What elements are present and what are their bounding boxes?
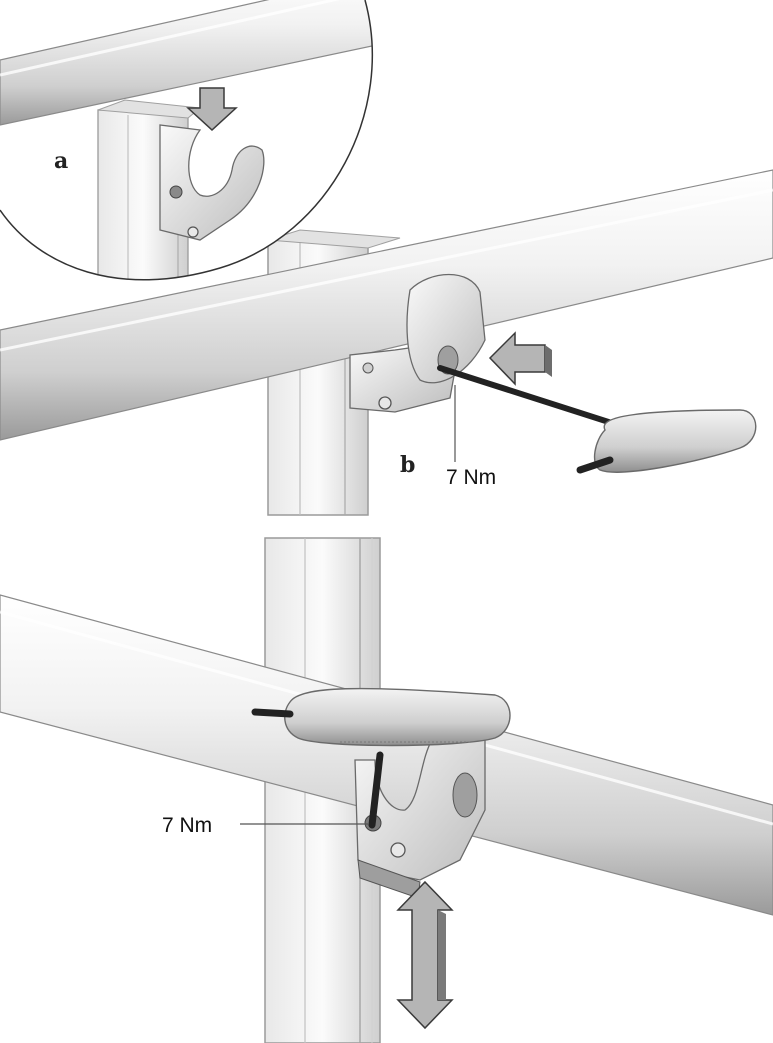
- inset-down-arrow-icon: [186, 87, 238, 132]
- top-torque-label: 7 Nm: [446, 466, 496, 489]
- bottom-double-vertical-arrow-icon: [396, 880, 454, 1030]
- inset-outline: [0, 0, 374, 281]
- top-hex-key-icon: [437, 365, 757, 474]
- bottom-torque-label: 7 Nm: [162, 814, 212, 837]
- bottom-panel: 7 Nm: [0, 537, 773, 1043]
- top-main-tube: [0, 169, 773, 441]
- bottom-hex-key-icon: [251, 687, 511, 829]
- top-left-arrow-icon: [488, 331, 552, 386]
- step-label-b: b: [400, 452, 415, 478]
- top-clamp: [349, 273, 486, 413]
- top-panel: b 7 Nm: [0, 0, 773, 516]
- inset-label-a: a: [54, 148, 68, 174]
